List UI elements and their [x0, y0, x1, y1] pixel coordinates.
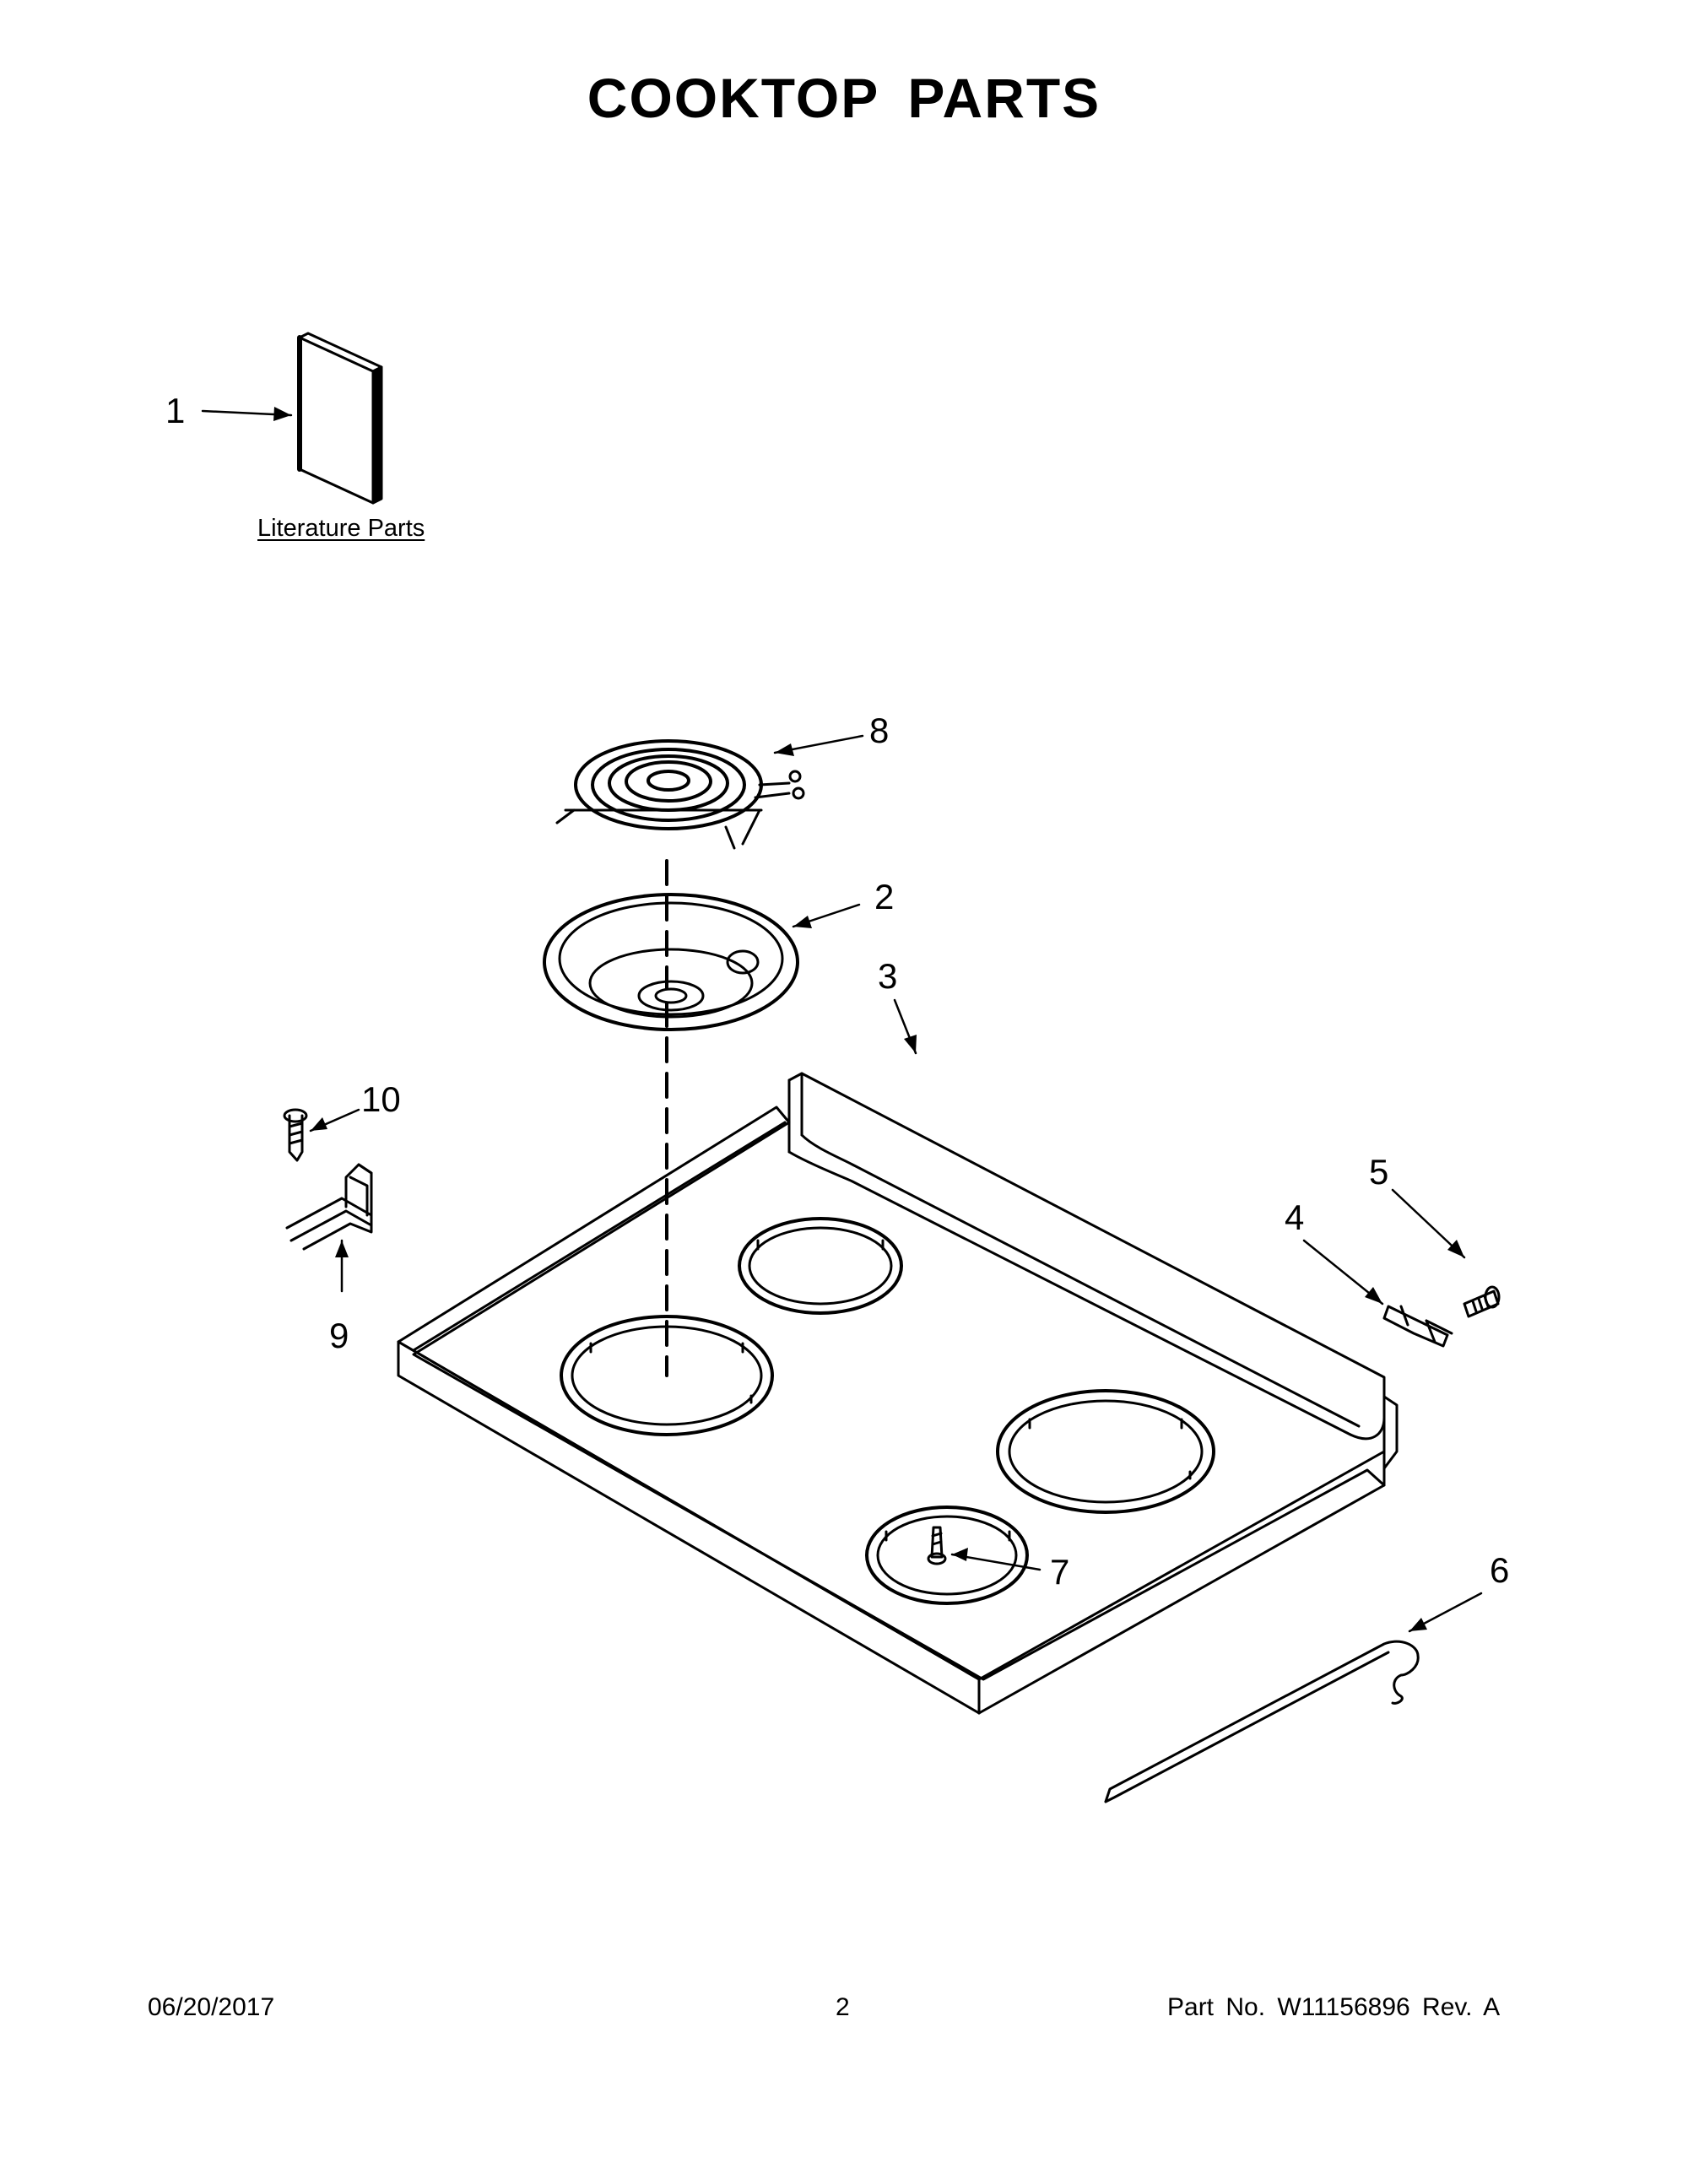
page-title: COOKTOP PARTS — [587, 67, 1101, 129]
wire-bracket-part-6-drawing — [1104, 1640, 1420, 1803]
callout-5: 5 — [1369, 1152, 1389, 1192]
callout-6: 6 — [1490, 1550, 1510, 1590]
callout-9: 9 — [329, 1316, 349, 1355]
surface-element-drawing — [555, 739, 805, 850]
arrowheads — [273, 407, 1464, 1631]
callout-4: 4 — [1285, 1197, 1305, 1237]
cooktop-main-top-drawing — [397, 859, 1399, 1715]
screw-part-5-drawing — [1463, 1285, 1501, 1318]
callout-8: 8 — [869, 711, 890, 750]
screw-part-7-drawing — [927, 1526, 947, 1565]
footer-page-number: 2 — [836, 1993, 850, 2021]
footer-part-number: Part No. W11156896 Rev. A — [1167, 1993, 1501, 2021]
bracket-part-9-drawing — [285, 1163, 373, 1251]
callout-7: 7 — [1050, 1552, 1070, 1592]
literature-booklet-drawing — [297, 332, 383, 505]
callout-1: 1 — [165, 391, 186, 430]
screw-part-10-drawing — [283, 1108, 308, 1162]
literature-parts-label: Literature Parts — [257, 515, 425, 542]
drip-bowl-drawing — [543, 893, 799, 1031]
footer-date: 06/20/2017 — [148, 1993, 275, 2021]
callout-3: 3 — [878, 956, 898, 996]
callout-arrows — [201, 409, 1483, 1633]
terminal-part-4-drawing — [1382, 1305, 1453, 1348]
callout-2: 2 — [874, 877, 895, 916]
callout-10: 10 — [361, 1079, 401, 1119]
